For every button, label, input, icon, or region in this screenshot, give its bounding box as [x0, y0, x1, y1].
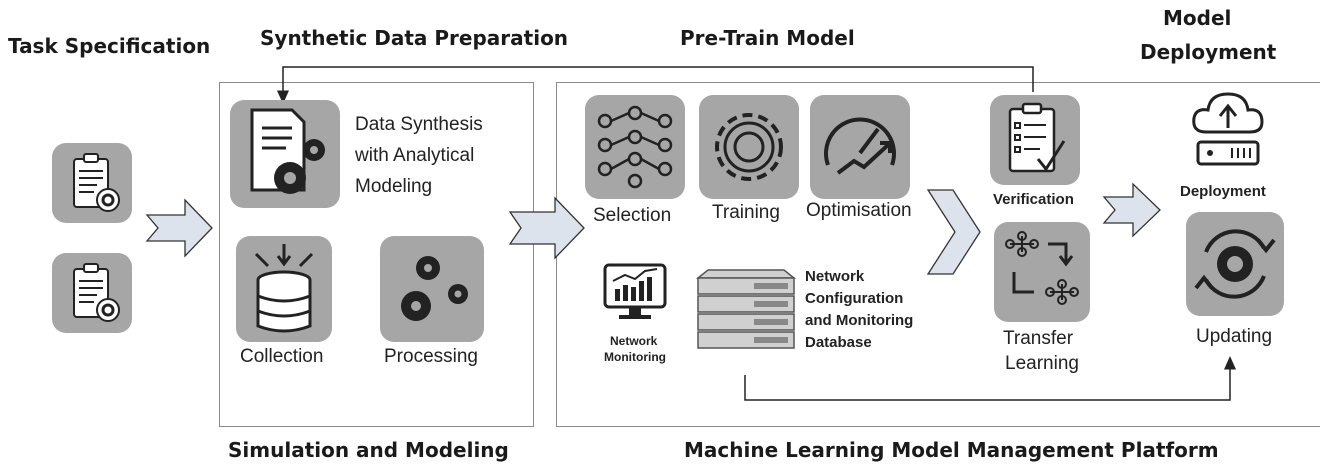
data-synthesis-label-3: Modeling [355, 176, 433, 197]
footer-simulation-and-modeling: Simulation and Modeling [228, 438, 509, 462]
transfer-learning-label-2: Learning [1005, 353, 1079, 374]
header-model-deployment-line1: Model [1163, 6, 1232, 30]
netconf-label-4: Database [805, 334, 872, 351]
training-gear-icon [699, 95, 799, 199]
transfer-learning-label-1: Transfer [1003, 328, 1074, 349]
processing-gears-icon [380, 236, 484, 342]
verification-checklist-icon [990, 95, 1080, 185]
server-rack-icon [694, 268, 798, 350]
selection-network-icon [585, 95, 685, 199]
updating-label: Updating [1196, 326, 1273, 347]
arrow-task-to-simulation [145, 198, 213, 258]
data-synthesis-label-1: Data Synthesis [355, 114, 483, 135]
netconf-label-3: and Monitoring [805, 312, 914, 329]
network-monitoring-monitor-icon [603, 263, 667, 325]
deployment-label: Deployment [1180, 183, 1266, 200]
arrow-verification-to-deployment [1102, 182, 1161, 238]
feedback-arrow [277, 66, 1034, 104]
footer-ml-model-management-platform: Machine Learning Model Management Platfo… [684, 438, 1219, 462]
processing-label: Processing [384, 346, 478, 367]
transfer-learning-icon [994, 222, 1090, 322]
update-feedback-arrow [744, 356, 1236, 401]
header-synthetic-data-preparation: Synthetic Data Preparation [260, 26, 569, 50]
task-document-icon-2 [52, 253, 132, 333]
task-document-icon-1 [52, 143, 132, 223]
arrow-chevron-to-verification [926, 189, 981, 275]
cloud-upload-icon [1188, 88, 1268, 170]
network-monitoring-label-1: Network [610, 334, 658, 348]
verification-label: Verification [993, 191, 1074, 208]
selection-label: Selection [593, 205, 672, 226]
data-synthesis-icon [230, 100, 340, 208]
header-task-specification: Task Specification [8, 34, 211, 58]
arrow-simulation-to-pretrain [508, 196, 585, 260]
netconf-label-2: Configuration [805, 290, 904, 307]
simulation-panel [219, 82, 534, 427]
collection-database-icon [236, 236, 332, 342]
optimisation-label: Optimisation [806, 200, 912, 221]
collection-label: Collection [240, 346, 324, 367]
header-model-deployment-line2: Deployment [1140, 40, 1277, 64]
header-pre-train-model: Pre-Train Model [680, 26, 855, 50]
optimisation-gauge-icon [810, 95, 910, 199]
training-label: Training [712, 202, 780, 223]
updating-gear-icon [1186, 212, 1284, 316]
netconf-label-1: Network [805, 268, 865, 285]
data-synthesis-label-2: with Analytical [355, 145, 475, 166]
network-monitoring-label-2: Monitoring [604, 350, 666, 364]
